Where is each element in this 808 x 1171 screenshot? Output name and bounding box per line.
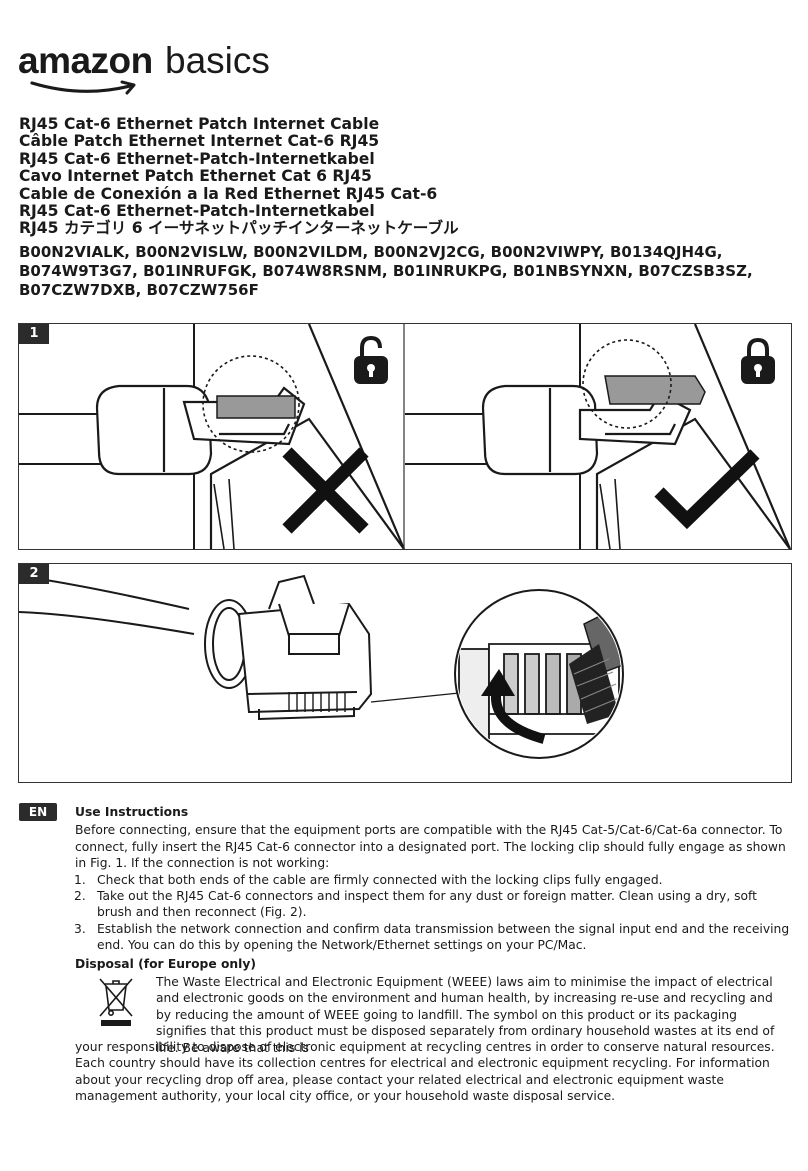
instructions-intro: Before connecting, ensure that the equip…	[75, 823, 786, 871]
title-fr: Câble Patch Ethernet Internet Cat-6 RJ45	[19, 132, 380, 151]
title-es: Cable de Conexión a la Red Ethernet RJ45…	[19, 184, 438, 203]
title-en: RJ45 Cat-6 Ethernet Patch Internet Cable	[19, 115, 380, 133]
title-ja: RJ45 カテゴリ 6 イーサネットパッチインターネットケーブル	[19, 219, 459, 238]
step-number: 2.	[74, 889, 86, 904]
disposal-text-part-1: The Waste Electrical and Electronic Equi…	[156, 975, 775, 1055]
crossed-out-wheelie-bin-icon	[99, 978, 133, 1026]
title-de-2: RJ45 Cat-6 Ethernet-Patch-Internetkabel	[19, 202, 375, 221]
step-text: Check that both ends of the cable are fi…	[97, 872, 663, 887]
figure-1-illustration	[19, 324, 791, 549]
figure-1-number: 1	[19, 324, 49, 344]
figure-2-illustration	[19, 574, 624, 759]
step-text: Establish the network connection and con…	[97, 921, 790, 953]
instructions-body: Use Instructions Before connecting, ensu…	[74, 804, 790, 972]
unlocked-padlock-icon	[354, 335, 388, 384]
cross-icon	[282, 447, 369, 534]
amazon-basics-logo: amazon basics	[18, 36, 288, 95]
figure-2-number: 2	[19, 564, 49, 584]
step-item: 1. Check that both ends of the cable are …	[74, 872, 790, 888]
step-number: 1.	[74, 872, 86, 887]
instructions-steps: 1. Check that both ends of the cable are …	[74, 872, 790, 954]
product-titles: RJ45 Cat-6 Ethernet Patch Internet Cable…	[19, 115, 799, 238]
figure-1-left-panel	[19, 324, 406, 549]
title-de: RJ45 Cat-6 Ethernet-Patch-Internetkabel	[19, 149, 375, 168]
logo-word-amazon: amazon	[18, 40, 153, 81]
checkmark-icon	[654, 449, 760, 530]
step-number: 3.	[74, 921, 86, 936]
cleaning-brush-icon	[569, 597, 621, 724]
language-badge: EN	[19, 803, 57, 821]
zoom-detail-circle	[454, 589, 624, 759]
logo-word-basics: basics	[165, 40, 270, 81]
instructions-heading: Use Instructions	[75, 805, 189, 819]
locked-padlock-icon	[741, 337, 775, 384]
product-codes: B00N2VIALK, B00N2VISLW, B00N2VILDM, B00N…	[19, 243, 753, 299]
figure-1-right-panel	[405, 324, 791, 549]
disposal-heading: Disposal (for Europe only)	[75, 956, 257, 971]
step-item: 3. Establish the network connection and c…	[74, 921, 790, 954]
step-item: 2. Take out the RJ45 Cat-6 connectors and…	[74, 888, 790, 921]
step-text: Take out the RJ45 Cat-6 connectors and i…	[97, 889, 757, 920]
figure-2: 2	[18, 563, 792, 783]
title-it: Cavo Internet Patch Ethernet Cat 6 RJ45	[19, 167, 372, 186]
figure-1: 1	[18, 323, 792, 550]
rj45-connector	[19, 574, 373, 721]
smile-arrow-icon	[30, 80, 136, 95]
disposal-text-part-2: your responsibility to dispose of electr…	[75, 1040, 775, 1104]
